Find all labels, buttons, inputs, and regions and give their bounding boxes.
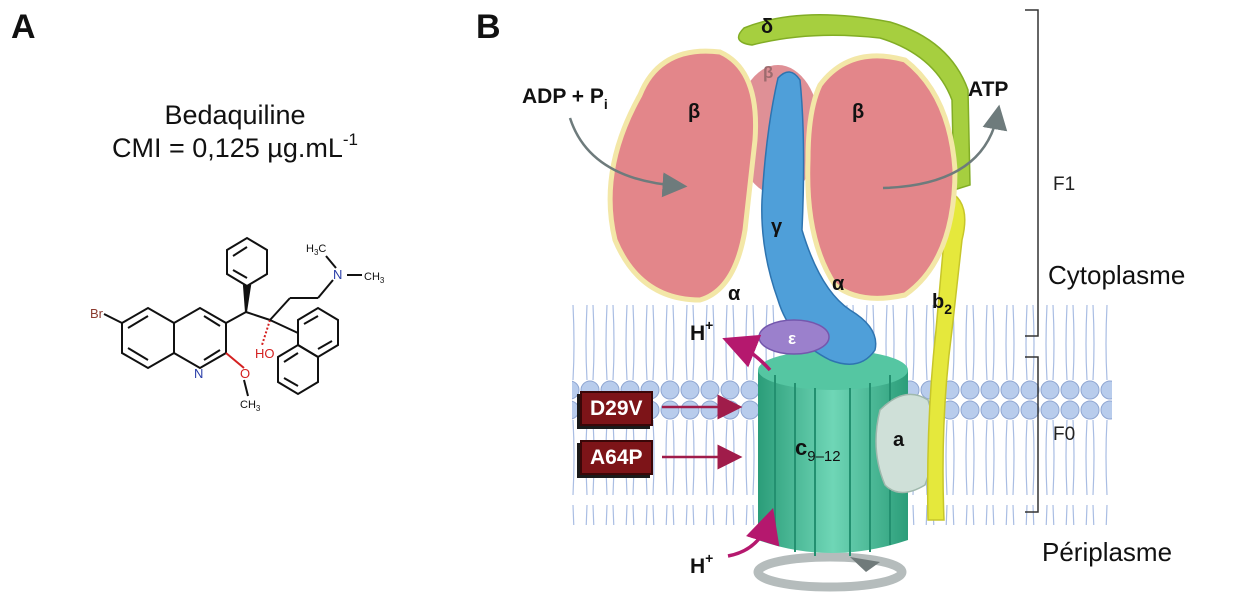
drug-name: Bedaquiline	[164, 100, 306, 130]
bedaquiline-structure	[103, 236, 362, 397]
rotation-arrow	[753, 552, 907, 592]
label-beta-right: β	[852, 101, 864, 123]
atom-ch3-amine: CH3	[364, 271, 385, 285]
atom-h3c: H3C	[306, 243, 326, 257]
atom-n-amine: N	[333, 267, 342, 282]
label-epsilon: ε	[788, 329, 796, 348]
proton-exit-arrow	[722, 334, 772, 372]
label-h-top: H+	[690, 317, 713, 345]
label-beta-back: β	[763, 63, 773, 82]
label-h-bottom: H+	[690, 550, 713, 578]
c-ring	[758, 350, 908, 556]
label-alpha-left: α	[728, 283, 741, 305]
beta-left	[607, 48, 759, 303]
atom-o-methoxy: O	[240, 366, 250, 381]
label-f0: F0	[1053, 424, 1075, 445]
mutation-a64p: A64P	[580, 440, 653, 475]
a-subunit	[875, 393, 935, 494]
label-c-ring: c9–12	[795, 435, 841, 465]
label-cytoplasm: Cytoplasme	[1048, 260, 1186, 290]
panel-b-letter: B	[476, 8, 501, 46]
adp-arrow	[568, 117, 688, 198]
label-alpha-right: α	[832, 273, 845, 295]
beta-right	[805, 53, 958, 301]
cmi-text: CMI = 0,125 µg.mL	[111, 133, 343, 163]
label-beta-left: β	[688, 101, 700, 123]
label-adp: ADP + Pi	[522, 85, 608, 112]
label-gamma: γ	[771, 216, 783, 238]
label-atp: ATP	[968, 78, 1008, 101]
label-a: a	[893, 429, 905, 451]
f-brackets	[1025, 9, 1039, 513]
label-periplasm: Périplasme	[1042, 537, 1173, 567]
label-delta: δ	[761, 16, 773, 38]
atom-oh: HO	[255, 346, 275, 361]
gamma-subunit	[761, 71, 877, 365]
atom-br: Br	[90, 306, 104, 321]
cmi-value: CMI = 0,125 µg.mL-1	[55, 130, 415, 164]
label-f1: F1	[1053, 174, 1075, 195]
atom-ch3-methoxy: CH3	[240, 399, 261, 413]
delta-subunit	[737, 14, 971, 192]
cmi-exponent: -1	[342, 130, 359, 149]
atp-arrow	[882, 104, 1008, 190]
label-b2: b2	[932, 291, 952, 317]
atom-n-ring: N	[194, 366, 203, 381]
mutation-d29v: D29V	[580, 391, 653, 426]
panel-a-letter: A	[11, 8, 36, 46]
proton-entry-arrow	[727, 507, 780, 558]
